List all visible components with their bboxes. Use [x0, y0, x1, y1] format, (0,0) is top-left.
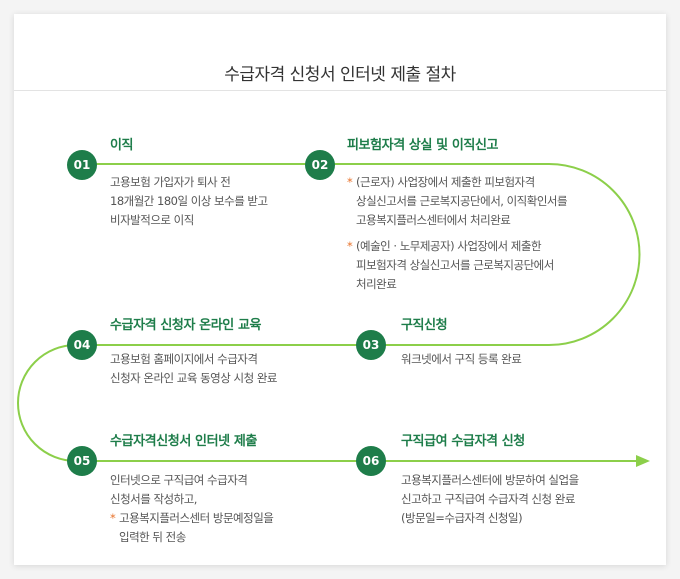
note-asterisk: * [110, 511, 116, 525]
step-06-description: 고용복지플러스센터에 방문하여 실업을 신고하고 구직급여 수급자격 신청 완료… [401, 471, 579, 528]
step-05-line: 신청서를 작성하고, [110, 492, 197, 506]
note-line: 고용복지플러스센터 방문예정일을 [119, 511, 274, 525]
step-06-badge: 06 [356, 446, 386, 476]
note-line: 입력한 뒤 전송 [119, 530, 186, 544]
step-06-line: (방문일=수급자격 신청일) [401, 511, 523, 525]
step-01-title: 이직 [110, 138, 134, 153]
step-03-line: 워크넷에서 구직 등록 완료 [401, 352, 522, 366]
step-05-note: * 고용복지플러스센터 방문예정일을 입력한 뒤 전송 [110, 509, 274, 547]
step-01-badge: 01 [67, 150, 97, 180]
step-06-line: 고용복지플러스센터에 방문하여 실업을 [401, 473, 579, 487]
step-05-badge: 05 [67, 446, 97, 476]
step-04-line: 고용보험 홈페이지에서 수급자격 [110, 352, 258, 366]
procedure-card: 수급자격 신청서 인터넷 제출 절차 01 이직 고용보험 가입자가 퇴사 전 … [14, 14, 666, 565]
step-01-line: 고용보험 가입자가 퇴사 전 [110, 175, 231, 189]
flow-arrow-head [636, 455, 650, 467]
note-line: (근로자) 사업장에서 제출한 피보험자격 [356, 175, 535, 189]
flow-path [17, 163, 650, 467]
step-06-title: 구직급여 수급자격 신청 [401, 434, 525, 449]
note-line: 상실신고서를 근로복지공단에서, 이직확인서를 [356, 194, 568, 208]
flow-line-upper [76, 163, 641, 346]
note-asterisk: * [347, 239, 353, 253]
note-line: 고용복지플러스센터에서 처리완료 [356, 213, 511, 227]
flow-line-lower [17, 344, 636, 462]
step-02-badge: 02 [305, 150, 335, 180]
step-05-line: 인터넷으로 구직급여 수급자격 [110, 473, 248, 487]
step-03-badge: 03 [356, 330, 386, 360]
step-04-badge: 04 [67, 330, 97, 360]
step-01-description: 고용보험 가입자가 퇴사 전 18개월간 180일 이상 보수를 받고 비자발적… [110, 173, 268, 230]
step-04-description: 고용보험 홈페이지에서 수급자격 신청자 온라인 교육 동영상 시청 완료 [110, 350, 277, 388]
step-05-description: 인터넷으로 구직급여 수급자격 신청서를 작성하고, * 고용복지플러스센터 방… [110, 471, 274, 547]
note-line: 피보험자격 상실신고서를 근로복지공단에서 [356, 258, 554, 272]
note-asterisk: * [347, 175, 353, 189]
step-02-title: 피보험자격 상실 및 이직신고 [347, 138, 499, 153]
page-title: 수급자격 신청서 인터넷 제출 절차 [224, 65, 456, 85]
step-05-title: 수급자격신청서 인터넷 제출 [110, 434, 257, 449]
step-03-title: 구직신청 [401, 318, 448, 333]
step-03-description: 워크넷에서 구직 등록 완료 [401, 350, 522, 369]
title-divider [14, 90, 666, 91]
step-06-line: 신고하고 구직급여 수급자격 신청 완료 [401, 492, 575, 506]
step-02-note: * (근로자) 사업장에서 제출한 피보험자격 상실신고서를 근로복지공단에서,… [347, 173, 568, 230]
step-01-line: 18개월간 180일 이상 보수를 받고 [110, 194, 268, 208]
step-04-title: 수급자격 신청자 온라인 교육 [110, 318, 262, 333]
note-line: (예술인 · 노무제공자) 사업장에서 제출한 [356, 239, 542, 253]
note-line: 처리완료 [356, 277, 397, 291]
step-04-line: 신청자 온라인 교육 동영상 시청 완료 [110, 371, 277, 385]
step-02-description: * (근로자) 사업장에서 제출한 피보험자격 상실신고서를 근로복지공단에서,… [347, 173, 568, 294]
step-01-line: 비자발적으로 이직 [110, 213, 194, 227]
step-02-note: * (예술인 · 노무제공자) 사업장에서 제출한 피보험자격 상실신고서를 근… [347, 237, 567, 294]
